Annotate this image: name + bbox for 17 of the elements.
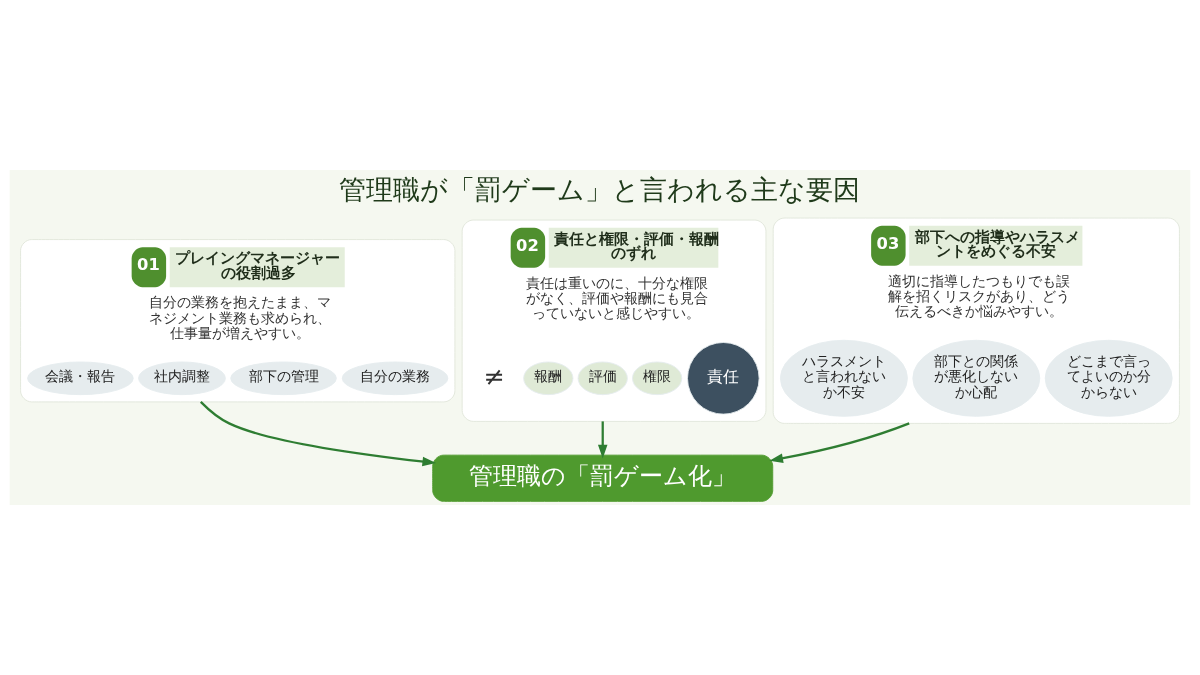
node-ellipse: 報酬: [523, 361, 574, 396]
node-ellipse: 会議・報告: [27, 361, 134, 396]
label: ≠: [483, 360, 505, 391]
node-circle: 責任: [687, 342, 760, 415]
node-ellipse: 部下の管理: [230, 361, 337, 396]
node-ellipse: どこまで言ってよいのか分からない: [1044, 339, 1173, 417]
arrow: [769, 422, 910, 463]
node-ellipse: 評価: [577, 361, 628, 396]
node-ellipse: 部下との関係が悪化しないか心配: [912, 339, 1041, 417]
node-ellipse: ハラスメントと言われないか不安: [780, 339, 908, 417]
diagram-title: 管理職が「罰ゲーム」と言われる主な要因: [339, 174, 861, 206]
arrow: [597, 421, 608, 459]
node-ellipse: 社内調整: [138, 361, 226, 396]
arrow: [199, 401, 437, 467]
node-ellipse: 自分の業務: [341, 361, 449, 396]
node-ellipse: 権限: [632, 361, 683, 396]
node-box: 管理職の「罰ゲーム化」: [432, 454, 774, 502]
